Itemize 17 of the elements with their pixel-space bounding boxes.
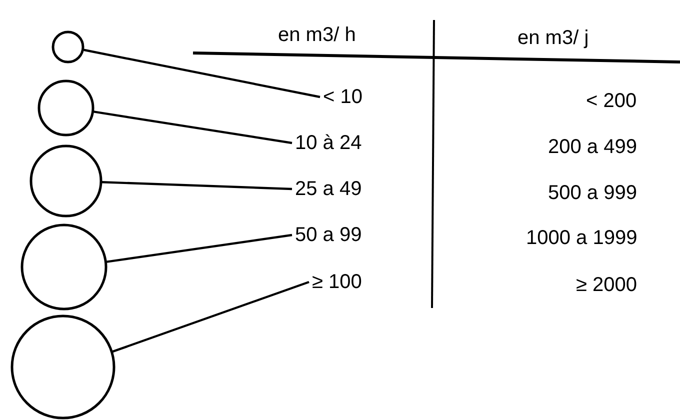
daily-range-text: < 200 — [586, 89, 637, 113]
leader-line — [102, 181, 292, 190]
daily-range-text: ≥ 2000 — [576, 273, 638, 297]
leader-line — [112, 280, 310, 353]
flow-range-text: ≥ 100 — [312, 270, 362, 294]
daily-range-text: 200 a 499 — [548, 135, 637, 159]
leader-line — [106, 234, 292, 263]
daily-range-text: 1000 a 1999 — [526, 226, 638, 250]
flow-range-text: 10 à 24 — [295, 131, 362, 155]
leader-line — [84, 48, 320, 98]
flow-range-text: < 10 — [323, 85, 362, 109]
column-header: en m3/ h — [278, 23, 356, 47]
daily-range-text: 500 a 999 — [548, 181, 637, 205]
flow-range-text: 25 a 49 — [295, 177, 362, 201]
column-header: en m3/ j — [518, 26, 589, 50]
leader-line — [94, 110, 292, 144]
flow-range-text: 50 a 99 — [295, 223, 362, 247]
